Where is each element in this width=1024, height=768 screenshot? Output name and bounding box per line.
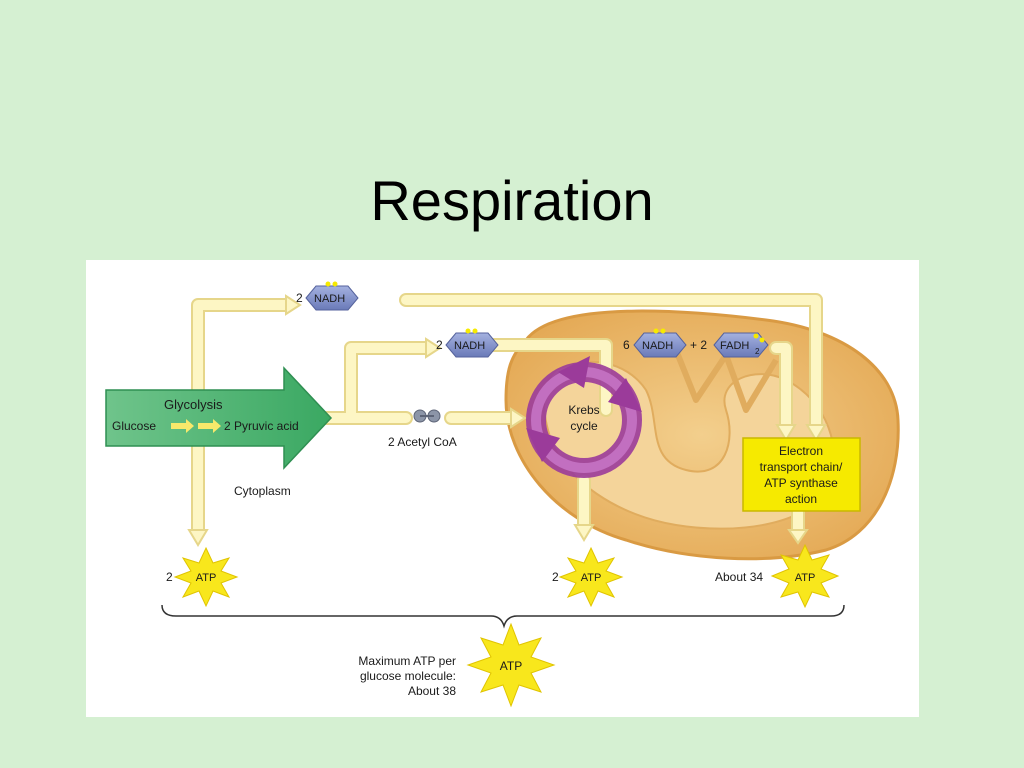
atp-etc-label: ATP — [795, 572, 816, 584]
total-atp-label: ATP — [500, 659, 522, 673]
etc-line1: Electron — [779, 444, 823, 458]
cytoplasm-label: Cytoplasm — [234, 484, 291, 498]
atp-total: Maximum ATP per glucose molecule: About … — [358, 622, 556, 708]
fadh-label: FADH — [720, 340, 749, 352]
nadh-krebs-count: 6 — [623, 338, 630, 352]
etc-line2: transport chain/ — [760, 460, 843, 474]
total-brace — [161, 604, 845, 629]
nadh-krebs-label: NADH — [642, 340, 673, 352]
acetyl-coa-label: 2 Acetyl CoA — [388, 435, 457, 449]
atp-glycolysis-count: 2 — [166, 570, 173, 584]
krebs-line1: Krebs — [568, 403, 599, 417]
total-line2: glucose molecule: — [360, 669, 456, 683]
etc-line4: action — [785, 492, 817, 506]
total-line3: About 38 — [408, 684, 456, 698]
pyruvic-acid-label: 2 Pyruvic acid — [224, 419, 299, 433]
atp-krebs-label: ATP — [581, 572, 602, 584]
nadh-mid: 2 NADH — [436, 328, 499, 358]
atp-krebs: 2 ATP — [552, 546, 624, 608]
krebs-cycle: Krebs cycle — [526, 356, 642, 478]
fadh-subscript: 2 — [755, 347, 760, 356]
nadh-top: 2 NADH — [296, 281, 359, 311]
atp-glycolysis-label: ATP — [196, 572, 217, 584]
glycolysis-title: Glycolysis — [164, 397, 223, 412]
nadh-top-label: NADH — [314, 293, 345, 305]
total-line1: Maximum ATP per — [358, 654, 456, 668]
atp-glycolysis: 2 ATP — [166, 546, 239, 608]
nadh-mid-count: 2 — [436, 338, 443, 352]
slide-title: Respiration — [370, 169, 654, 232]
nadh-mid-label: NADH — [454, 340, 485, 352]
acetyl-coa: 2 Acetyl CoA — [388, 409, 457, 449]
glucose-label: Glucose — [112, 419, 156, 433]
atp-etc: About 34 ATP — [715, 543, 840, 609]
etc-line3: ATP synthase — [764, 476, 838, 490]
plus-two: + 2 — [690, 338, 707, 352]
nadh-top-count: 2 — [296, 291, 303, 305]
flow-arrows — [191, 293, 823, 537]
atp-krebs-count: 2 — [552, 570, 559, 584]
electron-transport-chain: Electron transport chain/ ATP synthase a… — [742, 437, 861, 512]
atp-etc-count: About 34 — [715, 570, 763, 584]
arrowheads — [187, 294, 827, 547]
glycolysis-arrow: Glycolysis Glucose 2 Pyruvic acid — [105, 366, 333, 470]
krebs-outputs: 6 NADH + 2 FADH 2 — [623, 328, 769, 358]
respiration-diagram: Glycolysis Glucose 2 Pyruvic acid Cytopl… — [86, 260, 919, 717]
krebs-line2: cycle — [570, 419, 598, 433]
